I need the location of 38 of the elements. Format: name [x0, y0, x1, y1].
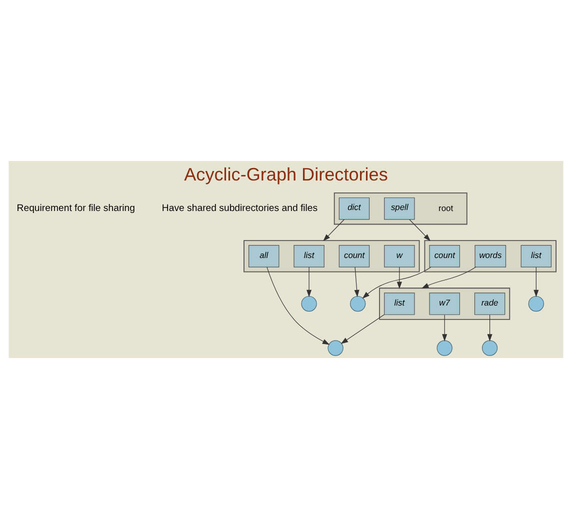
- arrow: [396, 266, 402, 289]
- node-circle: [328, 340, 344, 356]
- arrow: [534, 266, 539, 297]
- arrow: [323, 218, 344, 241]
- arrow: [340, 314, 385, 344]
- node-circle: [301, 295, 317, 312]
- node-circle: [350, 295, 366, 312]
- arrow: [266, 266, 330, 344]
- node-box: list: [384, 292, 415, 314]
- node-box: w: [384, 244, 415, 267]
- node-label: root: [438, 202, 454, 212]
- node-circle: [528, 295, 544, 312]
- diagram-title: Acyclic-Graph Directories: [184, 164, 388, 184]
- node-box: count: [429, 244, 460, 267]
- node-box: words: [474, 244, 506, 267]
- arrow: [487, 314, 492, 341]
- cluster: [379, 287, 510, 320]
- node-box: dict: [338, 196, 370, 220]
- label: Have shared subdirectories and files: [162, 202, 318, 214]
- label: Requirement for file sharing: [16, 202, 136, 214]
- node-box: list: [520, 244, 552, 267]
- arrow: [409, 218, 431, 241]
- cluster: [244, 240, 420, 272]
- node-box: all: [248, 244, 280, 267]
- node-circle: [436, 340, 452, 356]
- arrow: [421, 266, 476, 288]
- node-box: w7: [429, 292, 460, 314]
- node-box: rade: [474, 292, 506, 314]
- node-circle: [482, 340, 498, 356]
- cluster: [424, 240, 556, 272]
- arrow: [306, 266, 312, 297]
- arrow: [442, 314, 448, 341]
- node-box: count: [338, 244, 370, 267]
- node-box: list: [294, 244, 324, 267]
- node-box: spell: [384, 196, 415, 220]
- arrow: [354, 266, 360, 297]
- arrow: [362, 266, 432, 298]
- cluster: [334, 192, 468, 224]
